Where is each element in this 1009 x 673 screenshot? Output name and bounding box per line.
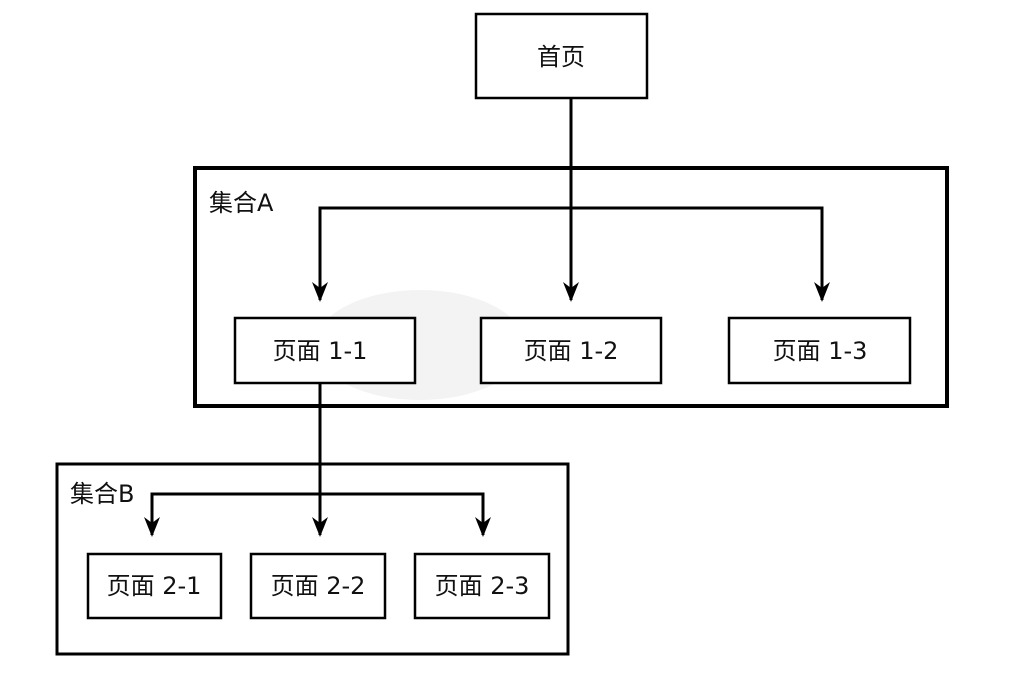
node-page-1-3-box[interactable] — [727, 316, 912, 385]
node-page-2-3[interactable]: 页面 2-3 — [413, 552, 551, 620]
node-home-label: 首页 — [537, 43, 585, 71]
node-page-1-2-label: 页面 1-2 — [524, 337, 619, 365]
node-page-2-2[interactable]: 页面 2-2 — [249, 552, 387, 620]
node-page-2-2-box[interactable] — [249, 552, 387, 620]
edge-page-1-1-to-page-2-3 — [320, 492, 491, 537]
node-page-1-1-box[interactable] — [233, 316, 417, 385]
node-page-2-2-label: 页面 2-2 — [271, 572, 366, 600]
node-home-box[interactable] — [474, 12, 649, 100]
edge-home-to-page-1-1 — [312, 206, 571, 302]
node-page-1-2[interactable]: 页面 1-2 — [479, 316, 663, 385]
node-page-2-1[interactable]: 页面 2-1 — [86, 552, 223, 620]
node-page-2-1-box[interactable] — [86, 552, 223, 620]
node-page-1-3[interactable]: 页面 1-3 — [727, 316, 912, 385]
connectors-home — [312, 98, 830, 302]
edge-page-1-1-to-page-2-1 — [144, 492, 320, 537]
node-page-2-3-label: 页面 2-3 — [435, 572, 530, 600]
node-home[interactable]: 首页 — [474, 12, 649, 100]
node-page-1-3-label: 页面 1-3 — [773, 337, 868, 365]
group-a-label: 集合A — [209, 189, 274, 217]
node-page-1-2-box[interactable] — [479, 316, 663, 385]
node-page-2-3-box[interactable] — [413, 552, 551, 620]
node-page-2-1-label: 页面 2-1 — [107, 572, 202, 600]
connectors-page-1-1 — [144, 383, 491, 537]
group-b-label: 集合B — [70, 480, 134, 508]
node-page-1-1[interactable]: 页面 1-1 — [233, 316, 417, 385]
edge-home-to-page-1-3 — [571, 206, 830, 302]
node-page-1-1-label: 页面 1-1 — [273, 337, 368, 365]
